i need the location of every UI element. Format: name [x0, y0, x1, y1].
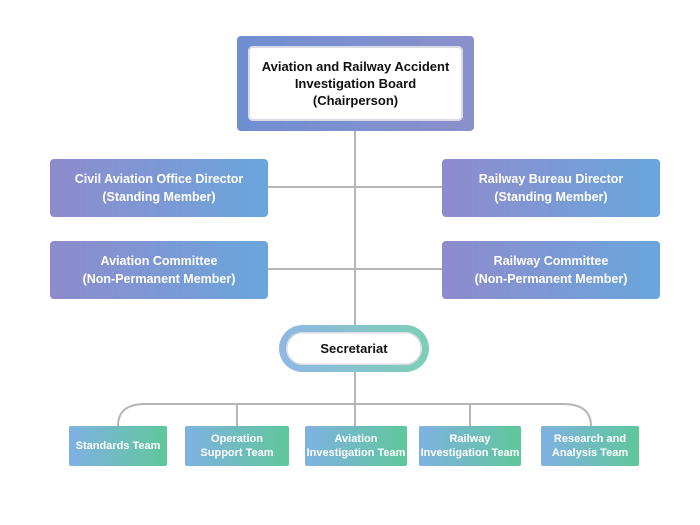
- team-label: Research and Analysis Team: [551, 433, 629, 459]
- secretariat-box: Secretariat: [279, 325, 429, 372]
- board-label: Aviation and Railway Accident Investigat…: [261, 59, 450, 108]
- team-box-railway-investigation: Railway Investigation Team: [419, 426, 521, 466]
- board-box-inner: Aviation and Railway Accident Investigat…: [248, 46, 463, 121]
- team-label: Standards Team: [75, 440, 161, 452]
- member-label: Railway Committee (Non-Permanent Member): [474, 254, 628, 286]
- member-label: Railway Bureau Director (Standing Member…: [478, 172, 624, 204]
- team-box-research-analysis: Research and Analysis Team: [541, 426, 639, 466]
- team-box-operation-support: Operation Support Team: [185, 426, 289, 466]
- member-box-civil-aviation-director: Civil Aviation Office Director (Standing…: [50, 159, 268, 217]
- team-box-aviation-investigation: Aviation Investigation Team: [305, 426, 407, 466]
- member-label: Civil Aviation Office Director (Standing…: [74, 172, 244, 204]
- team-box-standards: Standards Team: [69, 426, 167, 466]
- member-box-railway-bureau-director: Railway Bureau Director (Standing Member…: [442, 159, 660, 217]
- board-box: Aviation and Railway Accident Investigat…: [237, 36, 474, 131]
- team-label: Railway Investigation Team: [420, 433, 520, 459]
- team-bus-line: [117, 403, 592, 427]
- secretariat-label: Secretariat: [286, 332, 422, 365]
- member-box-railway-committee: Railway Committee (Non-Permanent Member): [442, 241, 660, 299]
- team-label: Operation Support Team: [200, 433, 274, 459]
- member-box-aviation-committee: Aviation Committee (Non-Permanent Member…: [50, 241, 268, 299]
- member-label: Aviation Committee (Non-Permanent Member…: [82, 254, 236, 286]
- team-label: Aviation Investigation Team: [306, 433, 406, 459]
